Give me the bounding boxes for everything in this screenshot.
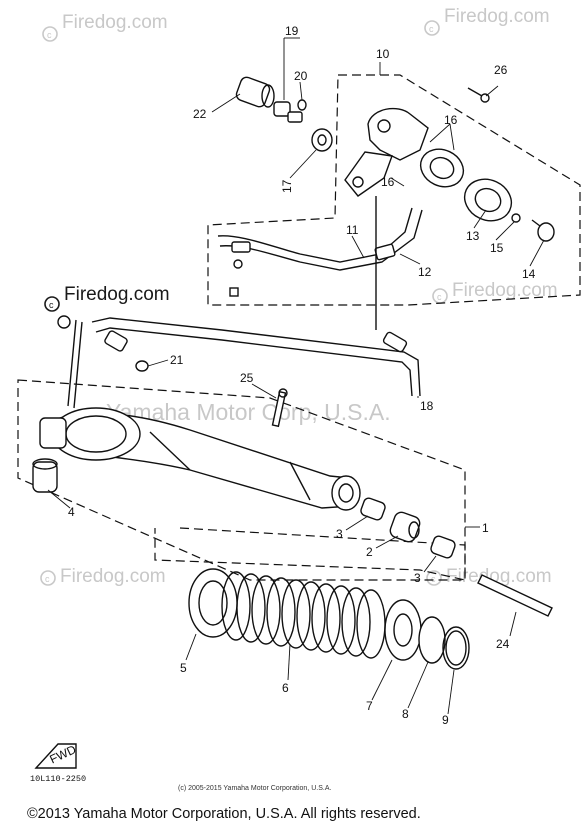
callout-16a: 16 [444,113,458,127]
watermark-text: Firedog.com [444,6,550,27]
assembly-outline-10 [207,74,581,306]
svg-text:c: c [431,574,436,584]
callout-4: 4 [68,505,75,519]
callout-1: 1 [482,521,489,535]
callout-22: 22 [193,107,207,121]
callout-16b: 16 [381,175,395,189]
part-10-housing [344,107,429,197]
callout-9: 9 [442,713,449,727]
diagram-copyright: (c) 2005-2015 Yamaha Motor Corporation, … [178,785,331,792]
callouts: 19 20 22 17 10 26 16 16 13 15 14 11 12 2… [68,24,536,727]
part-7-spring-guide [384,599,422,661]
assembly-outline-1-lower [154,527,466,581]
watermark-low-left: c Firedog.com [40,566,166,587]
callout-24: 24 [496,637,510,651]
callout-10: 10 [376,47,390,61]
callout-19: 19 [285,24,299,38]
callout-14: 14 [522,267,536,281]
watermark-text: Firedog.com [60,566,166,587]
svg-text:c: c [49,300,54,310]
watermark-top-left: c Firedog.com [42,12,168,42]
part-19-adjuster [273,101,303,123]
part-13-piston [463,178,513,222]
part-18-hose [91,196,421,397]
part-number: 10L110-2250 [30,774,86,784]
watermark-text: Firedog.com [446,566,552,587]
part-14-screw [531,219,555,242]
part-15-bolt [511,213,521,223]
banjo-bolt [57,315,83,409]
part-24-rod [477,574,553,617]
callout-26: 26 [494,63,508,77]
svg-text:c: c [437,292,442,302]
watermark-text: Firedog.com [452,280,558,301]
svg-text:c: c [47,30,52,40]
watermark-mid-left: c Firedog.com [44,284,170,312]
part-16-seal [419,148,465,188]
part-20-oring [297,99,307,111]
svg-text:c: c [429,24,434,34]
part-8-collar [418,616,446,664]
callout-2: 2 [366,545,373,559]
callout-6: 6 [282,681,289,695]
callout-13: 13 [466,229,480,243]
callout-3b: 3 [414,571,421,585]
callout-21: 21 [170,353,184,367]
part-3-bushing-upper [360,497,386,521]
shock-body [39,407,361,511]
watermark-low-right: c Firedog.com [426,566,552,587]
part-4-cap [32,458,58,493]
part-9-circlip [442,626,470,670]
callout-8: 8 [402,707,409,721]
assembly-outline-1 [17,379,466,581]
callout-7: 7 [366,699,373,713]
watermark-top-right: c Firedog.com [424,6,550,36]
leader-lines [47,37,545,715]
footer-copyright: ©2013 Yamaha Motor Corporation, U.S.A. A… [27,806,421,822]
part-12-hose-fitting [229,241,396,297]
part-25-pin [271,388,288,428]
part-5-spring-seat [188,568,238,638]
callout-17: 17 [280,179,294,193]
part-2-bearing [389,511,421,543]
callout-15: 15 [490,241,504,255]
part-21-washer [135,360,149,372]
callout-18: 18 [420,399,434,413]
callout-20: 20 [294,69,308,83]
fwd-arrow-icon: FWD [34,742,78,769]
part-26-bolt [467,87,490,103]
callout-11: 11 [346,223,359,237]
part-3-bushing-lower [430,535,456,559]
svg-text:c: c [45,574,50,584]
callout-3a: 3 [336,527,343,541]
part-6-spring [221,571,386,659]
callout-25: 25 [240,371,254,385]
watermark-text: Firedog.com [64,284,170,305]
callout-5: 5 [180,661,187,675]
part-17-washer [311,128,333,152]
part-11-hose [217,207,423,271]
part-22-knob [235,76,275,108]
hose-end-fitting [104,330,128,352]
watermark-text: Firedog.com [62,12,168,33]
callout-12: 12 [418,265,432,279]
